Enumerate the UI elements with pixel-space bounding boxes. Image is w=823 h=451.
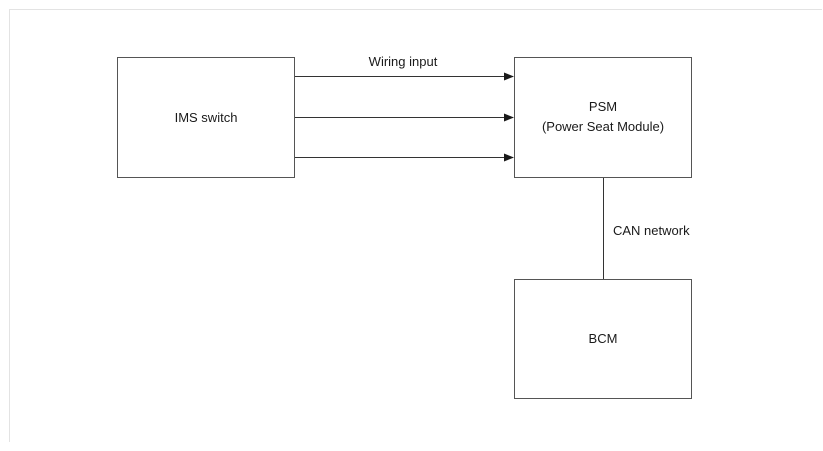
node-psm: PSM (Power Seat Module) bbox=[514, 57, 692, 178]
node-bcm: BCM bbox=[514, 279, 692, 399]
bcm-label: BCM bbox=[589, 331, 618, 346]
can-network-label: CAN network bbox=[613, 223, 690, 238]
wiring-input-label: Wiring input bbox=[369, 54, 438, 69]
psm-label-line2: (Power Seat Module) bbox=[542, 119, 664, 134]
psm-box bbox=[514, 57, 692, 178]
bcm-box bbox=[514, 279, 692, 399]
ims-switch-box bbox=[117, 57, 295, 178]
edge-wiring-input: Wiring input bbox=[295, 54, 514, 162]
edge-can-network: CAN network bbox=[603, 178, 690, 279]
node-ims-switch: IMS switch bbox=[117, 57, 295, 178]
psm-label-line1: PSM bbox=[589, 99, 617, 114]
ims-switch-label: IMS switch bbox=[175, 110, 238, 125]
diagram-frame bbox=[9, 9, 822, 442]
